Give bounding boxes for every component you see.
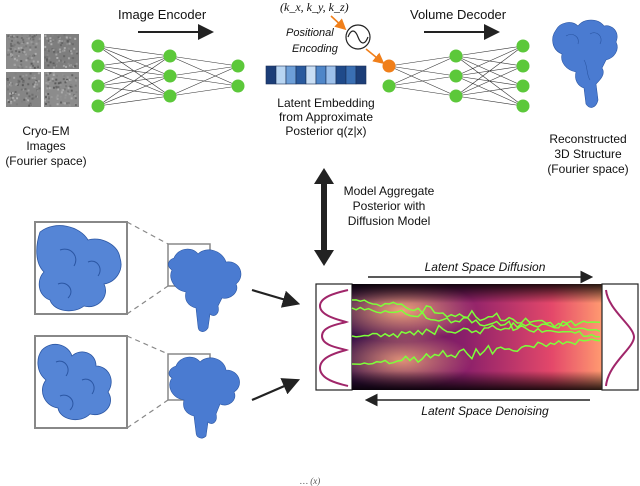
encoder-node xyxy=(91,59,105,73)
latent-embedding-label-1: Latent Embedding xyxy=(277,96,375,110)
sinusoid-icon xyxy=(345,24,371,50)
latent-cell xyxy=(345,65,357,85)
aggregate-posterior-label-2: Posterior with xyxy=(352,199,426,213)
encoder-node xyxy=(91,39,105,53)
latent-cell xyxy=(285,65,297,85)
decoder-node xyxy=(449,49,463,63)
encoder-node xyxy=(163,89,177,103)
latent-cell xyxy=(355,65,367,85)
latent-denoising-label: Latent Space Denoising xyxy=(421,404,549,418)
diffusion-trajectory-1 xyxy=(351,306,601,338)
encoder-node xyxy=(163,49,177,63)
cryo-em-label-2: Images xyxy=(26,139,66,153)
latent-cell xyxy=(325,65,337,85)
encoder-node xyxy=(91,79,105,93)
k-to-encoding-arrow xyxy=(330,15,347,31)
decoder-node xyxy=(449,89,463,103)
encoder-node xyxy=(231,79,245,93)
decoder-network xyxy=(382,39,530,113)
positional-encoding-label-2: Encoding xyxy=(292,43,338,55)
image-encoder-label: Image Encoder xyxy=(118,7,207,22)
encoder-network xyxy=(91,39,245,113)
k-coordinates-label: (k_x, k_y, k_z) xyxy=(280,0,349,14)
reconstructed-label-2: 3D Structure xyxy=(554,147,622,161)
diffusion-trajectory-2 xyxy=(351,319,601,339)
gaussian-prior-panel xyxy=(601,283,639,391)
cryo-em-label-1: Cryo-EM xyxy=(22,124,70,138)
decoder-node xyxy=(516,79,530,93)
cryo-em-images xyxy=(6,34,79,107)
aggregate-posterior-label-3: Diffusion Model xyxy=(347,214,431,228)
decoder-node xyxy=(449,69,463,83)
protein-structure-2 xyxy=(168,356,240,439)
encoder-node xyxy=(91,99,105,113)
latent-diffusion-label: Latent Space Diffusion xyxy=(424,260,546,274)
zoom-lines xyxy=(126,221,169,429)
aggregate-posterior-label-1: Model Aggregate xyxy=(343,184,435,198)
latent-cell xyxy=(335,65,347,85)
reconstructed-label-3: (Fourier space) xyxy=(547,162,629,176)
encoder-node xyxy=(231,59,245,73)
positional-encoding-label-1: Positional xyxy=(286,27,334,39)
protein2-to-distribution-arrow xyxy=(251,378,301,402)
decoder-node xyxy=(516,39,530,53)
reconstructed-structure-image xyxy=(552,19,618,108)
diffusion-trajectory-4 xyxy=(351,299,601,332)
data-distribution-panel xyxy=(315,283,353,391)
footer-fragment: … (x) xyxy=(300,476,321,486)
decoder-node xyxy=(516,99,530,113)
latent-embedding-label-3: Posterior q(z|x) xyxy=(285,124,367,138)
reconstructed-label-1: Reconstructed xyxy=(549,132,627,146)
protein-structure-1 xyxy=(168,248,242,332)
decoder-node xyxy=(516,59,530,73)
aggregate-double-arrow xyxy=(314,168,334,266)
latent-embedding-bar xyxy=(265,65,367,85)
zoom-detail-2 xyxy=(34,335,128,429)
latent-heatmap xyxy=(351,284,602,390)
diffusion-trajectory-3 xyxy=(351,338,601,366)
decoder-node xyxy=(382,79,396,93)
zoom-detail-1 xyxy=(34,221,128,315)
latent-cell xyxy=(305,65,317,85)
latent-cell xyxy=(295,65,307,85)
encoding-to-node-arrow xyxy=(365,48,385,65)
protein1-to-distribution-arrow xyxy=(251,288,301,308)
latent-cell xyxy=(315,65,327,85)
latent-embedding-label-2: from Approximate xyxy=(278,110,374,124)
encoder-node xyxy=(163,69,177,83)
latent-cell xyxy=(265,65,277,85)
latent-cell xyxy=(275,65,287,85)
volume-decoder-label: Volume Decoder xyxy=(410,7,507,22)
cryo-em-label-3: (Fourier space) xyxy=(5,154,87,168)
decoder-node xyxy=(382,59,396,73)
